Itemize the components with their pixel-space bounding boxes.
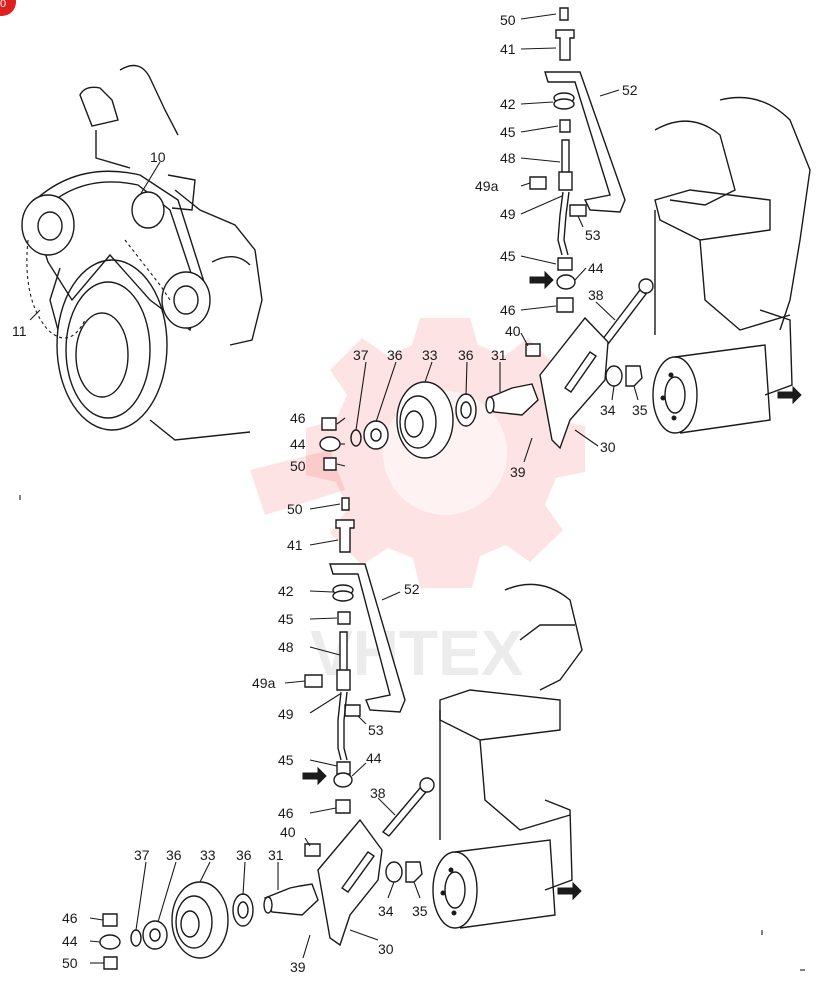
bottom-assembly [19,495,805,971]
callout-label: 46 [500,302,516,318]
callout-label: 36 [166,847,182,863]
callout-label: 49a [475,178,499,194]
callout-label: 44 [588,260,604,276]
callout-label: 10 [150,149,166,165]
callout-label: 34 [600,402,616,418]
callout-label: 49 [500,206,516,222]
callout-label: 35 [412,903,428,919]
callout-label: 53 [585,227,601,243]
svg-text:0: 0 [0,0,6,10]
callout-label: 40 [280,824,296,840]
callout-label: 53 [368,722,384,738]
callout-label: 36 [458,347,474,363]
callout-label: 31 [268,847,284,863]
callout-label: 49 [278,706,294,722]
callout-label: 11 [12,323,27,339]
callout-label: 40 [505,323,521,339]
callout-label: 30 [378,941,394,957]
callout-label: 38 [588,287,604,303]
belt-drive-inset [21,64,263,441]
callout-label: 48 [278,639,294,655]
callout-label: 36 [387,347,403,363]
callout-label: 46 [62,910,78,926]
callout-label: 39 [290,959,306,975]
callout-label: 37 [353,347,369,363]
callout-label: 36 [236,847,252,863]
callout-label: 49a [252,675,276,691]
callout-label: 42 [278,583,294,599]
callout-label: 52 [622,82,638,98]
callout-label: 34 [378,903,394,919]
flow-arrow-icon [302,766,327,786]
callout-label: 33 [422,347,438,363]
callout-label: 37 [134,847,150,863]
callout-label: 46 [290,410,306,426]
callout-label: 44 [290,436,306,452]
callout-label: 42 [500,96,516,112]
callout-label: 41 [287,537,303,553]
callout-label: 31 [491,347,507,363]
callout-label: 45 [500,124,516,140]
callout-label: 44 [366,750,382,766]
flow-arrow-icon [557,881,582,901]
callout-label: 48 [500,150,516,166]
callout-label: 39 [510,464,526,480]
callout-label: 35 [632,402,648,418]
callout-label: 50 [287,501,303,517]
callout-label: 45 [278,752,294,768]
callout-label: 33 [200,847,216,863]
callout-label: 50 [62,955,78,971]
callout-label: 41 [500,41,516,57]
top-assembly [319,7,811,471]
callout-label: 52 [404,581,420,597]
callout-label: 45 [500,248,516,264]
corner-badge: 0 [0,0,16,16]
callout-label: 50 [290,458,306,474]
callout-label: 46 [278,805,294,821]
callout-label: 45 [278,611,294,627]
flow-arrow-icon [777,385,802,405]
callout-label: 50 [500,12,516,28]
watermark-gear-icon [250,318,585,588]
callout-label: 44 [62,933,78,949]
flow-arrow-icon [529,270,554,290]
callout-label: 30 [600,439,616,455]
callout-label: 38 [370,785,386,801]
